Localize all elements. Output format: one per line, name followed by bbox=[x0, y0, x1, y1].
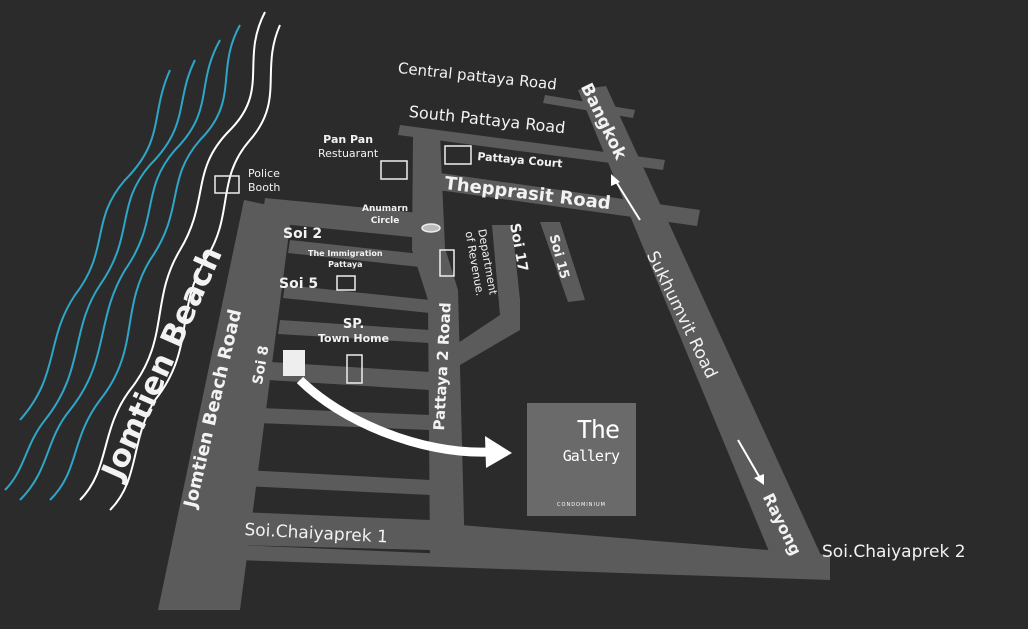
anumarn-line2: Circle bbox=[370, 216, 400, 226]
wave-line bbox=[4, 59, 196, 491]
sp-townhome-label: SP. Town Home bbox=[318, 318, 389, 346]
soi17-road bbox=[455, 225, 520, 365]
jomtien-beach-road bbox=[158, 200, 292, 610]
panpan-line2: Restuarant bbox=[318, 147, 379, 160]
wave-line bbox=[49, 24, 241, 501]
top-road bbox=[262, 198, 440, 240]
bangkok-arrowhead bbox=[611, 174, 620, 186]
waves bbox=[4, 11, 281, 511]
buildings bbox=[214, 145, 472, 384]
sp-line2: Town Home bbox=[318, 332, 390, 345]
police-line2: Booth bbox=[248, 181, 281, 194]
sp-townhome-icon bbox=[346, 354, 363, 384]
wave-line bbox=[109, 24, 281, 511]
police-booth-label: Police Booth bbox=[248, 167, 280, 195]
gallery-logo-line2: Gallery bbox=[562, 447, 620, 465]
soi2-label: Soi 2 bbox=[283, 226, 323, 242]
soi15-road bbox=[540, 222, 585, 302]
gallery-subtitle: CONDOMINIUM bbox=[557, 502, 606, 508]
immigration-icon bbox=[336, 275, 356, 291]
rayong-arrowhead bbox=[754, 474, 764, 485]
revenue-icon bbox=[439, 249, 455, 277]
chaiyaprek2-label: Soi.Chaiyaprek 2 bbox=[822, 542, 966, 562]
panpan-label: Pan Pan Restuarant bbox=[318, 133, 378, 161]
police-line1: Police bbox=[248, 167, 280, 180]
police-booth-icon bbox=[214, 175, 240, 194]
soi-road bbox=[243, 470, 430, 495]
soi8-road bbox=[268, 362, 430, 390]
route-arrowhead bbox=[485, 436, 512, 468]
panpan-icon bbox=[380, 160, 408, 180]
pattaya-court-icon bbox=[444, 145, 472, 165]
gallery-logo-box: The Gallery CONDOMINIUM bbox=[527, 403, 636, 516]
wave-line bbox=[79, 11, 266, 501]
panpan-line1: Pan Pan bbox=[323, 133, 374, 146]
bangkok-arrow bbox=[614, 179, 641, 221]
chaiyaprek2-road bbox=[460, 525, 830, 578]
anumarn-label: Anumarn Circle bbox=[362, 203, 408, 227]
immigration-line1: The Immigration bbox=[308, 249, 383, 258]
sukhumvit-road bbox=[578, 86, 830, 578]
wave-line bbox=[19, 69, 171, 421]
sp-line1: SP. bbox=[342, 317, 365, 332]
route-arrow bbox=[296, 376, 491, 457]
gallery-location-marker bbox=[283, 350, 305, 376]
immigration-label: The Immigration Pattaya bbox=[308, 248, 383, 270]
gallery-logo: The Gallery bbox=[557, 415, 620, 469]
anumarn-line1: Anumarn bbox=[362, 204, 409, 214]
gallery-logo-line1: The bbox=[576, 415, 620, 444]
south-pattaya-road bbox=[398, 125, 665, 170]
bottom-band bbox=[235, 545, 830, 580]
soi-road bbox=[278, 320, 430, 343]
immigration-line2: Pattaya bbox=[328, 260, 363, 269]
soi-road bbox=[258, 408, 430, 430]
rayong-arrow bbox=[737, 439, 761, 479]
soi5-road bbox=[283, 285, 430, 313]
soi5-label: Soi 5 bbox=[279, 276, 319, 292]
wave-line bbox=[19, 39, 221, 501]
soi2-road bbox=[288, 240, 430, 268]
chaiyaprek1-road bbox=[235, 512, 430, 550]
anumarn-circle-icon bbox=[421, 223, 441, 233]
